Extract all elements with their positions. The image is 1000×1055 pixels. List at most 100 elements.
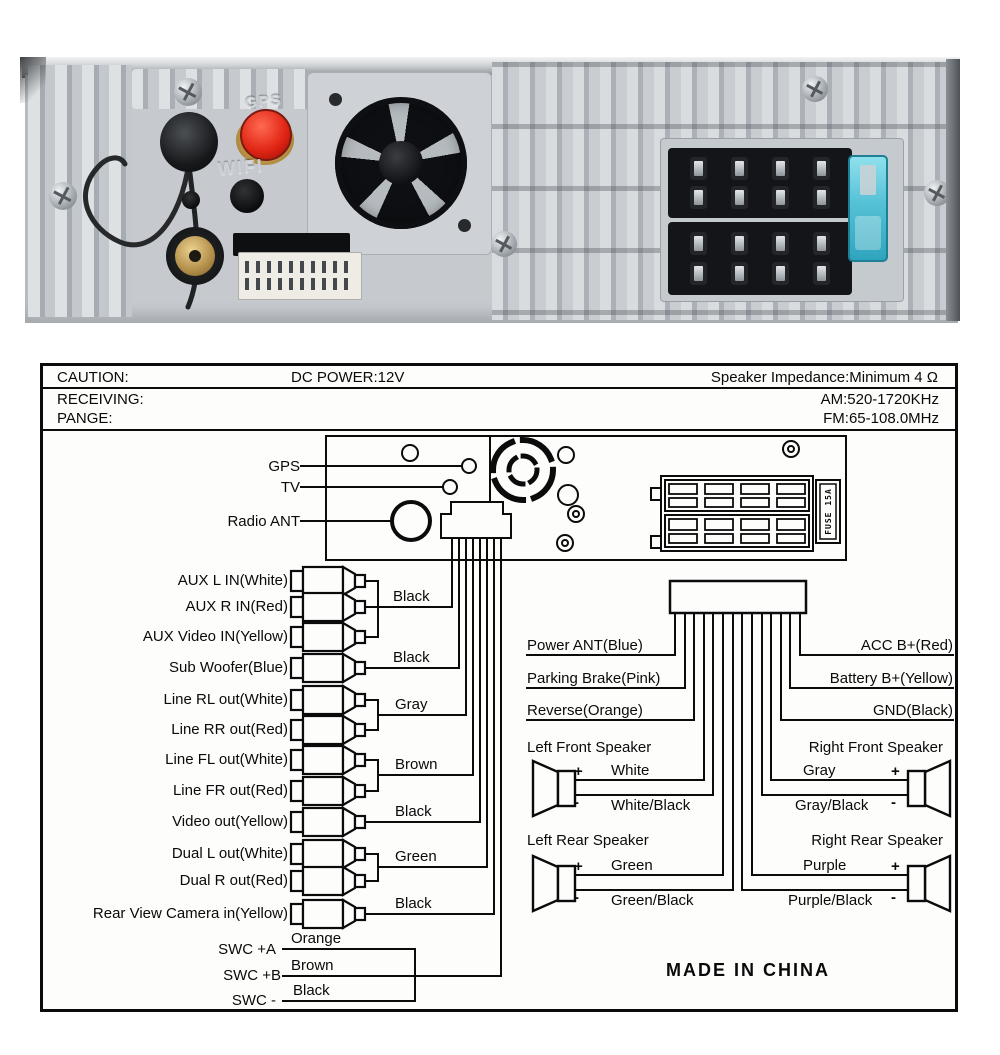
rf-plus-wire: Gray	[803, 762, 836, 779]
rca-plug-icon	[289, 652, 367, 684]
screw	[802, 76, 828, 102]
gps-antenna-connector	[240, 109, 292, 161]
battery-label: Battery B+(Yellow)	[829, 670, 953, 687]
rca-label-aux-r: AUX R IN(Red)	[185, 598, 288, 615]
lf-plus-wire: White	[611, 762, 650, 779]
minus-sign: -	[574, 889, 579, 906]
screw	[491, 231, 517, 257]
connector-pin	[735, 161, 744, 176]
screw	[174, 78, 202, 106]
iso-connector-top	[668, 148, 852, 218]
harness-cavity	[233, 233, 350, 256]
fuse-blade-contact	[860, 165, 876, 195]
rca-plug-icon	[289, 684, 367, 716]
fuse-window	[855, 216, 881, 250]
connector-pin	[817, 266, 826, 282]
rca-plug-icon	[289, 775, 367, 807]
swc-a-color: Orange	[291, 930, 342, 947]
rca-label-dual-r: Dual R out(Red)	[179, 872, 288, 889]
gps-marking-text: GPS	[244, 91, 284, 112]
screw	[924, 180, 950, 206]
rca-label-line-rr: Line RR out(Red)	[171, 721, 288, 738]
wire-color-label: Black	[395, 895, 432, 912]
connector-pin	[776, 190, 785, 205]
wiring-diagram: CAUTION: DC POWER:12V Speaker Impedance:…	[40, 363, 958, 1012]
rca-label-dual-l: Dual L out(White)	[171, 845, 288, 862]
connector-pin	[817, 235, 826, 251]
rca-label-line-rl: Line RL out(White)	[163, 691, 289, 708]
connector-pin	[694, 190, 703, 205]
minus-sign: -	[891, 794, 896, 811]
panel-hole-small	[182, 191, 200, 209]
am-range-label: AM:520-1720KHz	[820, 391, 939, 408]
made-in-text: MADE IN CHINA	[666, 960, 830, 980]
rca-plug-icon	[289, 898, 367, 930]
rca-plug-icon	[289, 565, 367, 597]
connector-pin	[817, 190, 826, 205]
connector-pin	[694, 161, 703, 176]
gps-jack-label: GPS	[268, 458, 300, 475]
rr-minus-wire: Purple/Black	[788, 892, 873, 909]
swc-minus-label: SWC -	[231, 992, 276, 1009]
harness-socket-pins	[245, 259, 355, 293]
connector-pin	[694, 235, 703, 251]
swc-b-label: SWC +B	[223, 967, 281, 984]
fan-hub	[379, 141, 423, 185]
connector-pin	[735, 235, 744, 251]
panel-hole-large	[230, 179, 264, 213]
rca-label-line-fl: Line FL out(White)	[165, 751, 288, 768]
wifi-antenna-connector	[160, 112, 218, 172]
rear-panel-photo: GPS WIFI	[20, 57, 962, 332]
diagram-lines	[43, 387, 955, 1002]
iso-connector-bottom	[668, 222, 852, 295]
impedance-label: Speaker Impedance:Minimum 4 Ω	[710, 369, 938, 386]
fan-screw-hole	[329, 93, 342, 106]
rf-minus-wire: Gray/Black	[795, 797, 869, 814]
corner-shadow	[20, 57, 46, 103]
wire-color-label: Black	[395, 803, 432, 820]
power-ant-label: Power ANT(Blue)	[527, 637, 643, 654]
connector-pin	[735, 266, 744, 282]
lr-minus-wire: Green/Black	[611, 892, 694, 909]
lr-plus-wire: Green	[611, 857, 653, 874]
left-front-speaker-title: Left Front Speaker	[527, 739, 652, 756]
radio-antenna-brass	[175, 236, 215, 276]
gnd-label: GND(Black)	[872, 702, 953, 719]
fm-range-label: FM:65-108.0MHz	[823, 410, 939, 427]
connector-pin	[776, 161, 785, 176]
screw	[49, 182, 77, 210]
parking-brake-label: Parking Brake(Pink)	[527, 670, 661, 687]
acc-label: ACC B+(Red)	[860, 637, 953, 654]
tv-jack-label: TV	[280, 479, 300, 496]
minus-sign: -	[891, 889, 896, 906]
plus-sign: +	[574, 858, 583, 875]
plus-sign: +	[574, 763, 583, 780]
blade-fuse	[848, 155, 888, 262]
connector-pin	[735, 190, 744, 205]
wire-color-label: Green	[395, 848, 437, 865]
fan-screw-hole	[458, 219, 471, 232]
connector-pin	[776, 235, 785, 251]
fan-mount-plate	[307, 72, 492, 255]
wifi-marking-text: WIFI	[217, 155, 265, 179]
right-front-speaker-title: Right Front Speaker	[808, 739, 943, 756]
plus-sign: +	[891, 763, 900, 780]
wire-color-label: Gray	[395, 696, 428, 713]
rca-plug-icon	[289, 806, 367, 838]
connector-pin	[817, 161, 826, 176]
heatsink-fins-top	[132, 69, 310, 109]
cooling-fan	[335, 97, 467, 229]
rca-plug-icon	[289, 865, 367, 897]
swc-a-label: SWC +A	[218, 941, 276, 958]
rca-label-aux-video: AUX Video IN(Yellow)	[142, 628, 288, 645]
pange-label: PANGE:	[57, 410, 113, 427]
right-rear-speaker-title: Right Rear Speaker	[811, 832, 943, 849]
wire-color-label: Black	[393, 649, 430, 666]
rr-plus-wire: Purple	[803, 857, 847, 874]
harness-socket	[238, 252, 362, 300]
connector-pin	[776, 266, 785, 282]
rca-label-video-out: Video out(Yellow)	[172, 813, 288, 830]
minus-sign: -	[574, 794, 579, 811]
lf-minus-wire: White/Black	[611, 797, 691, 814]
